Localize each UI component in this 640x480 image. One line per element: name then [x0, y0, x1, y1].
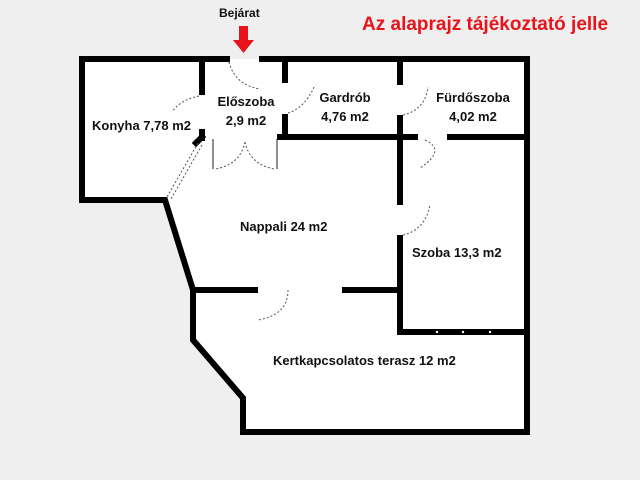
room-gardrob: Gardrób 4,76 m2 — [310, 88, 380, 126]
room-area: 4,76 m2 — [321, 109, 369, 124]
closet-doors — [212, 139, 278, 169]
door-swings — [166, 61, 436, 321]
room-name: Fürdőszoba — [436, 90, 510, 105]
room-area: 2,9 m2 — [225, 113, 267, 128]
walls — [79, 56, 530, 435]
entrance-arrow-icon — [233, 26, 254, 53]
room-name: Előszoba — [217, 94, 275, 109]
room-furdoszoba: Fürdőszoba 4,02 m2 — [428, 88, 518, 126]
room-name: Gardrób — [319, 90, 371, 105]
room-area: 4,02 m2 — [449, 109, 497, 124]
disclaimer-title: Az alaprajz tájékoztató jelle — [362, 14, 609, 35]
room-nappali: Nappali 24 m2 — [240, 219, 328, 234]
room-terasz: Kertkapcsolatos terasz 12 m2 — [273, 353, 456, 368]
room-eloszoba: Előszoba 2,9 m2 — [214, 92, 278, 130]
window-dots — [435, 330, 492, 334]
room-szoba: Szoba 13,3 m2 — [412, 245, 502, 260]
room-konyha: Konyha 7,78 m2 — [92, 118, 191, 133]
entrance-label: Bejárat — [219, 6, 260, 20]
